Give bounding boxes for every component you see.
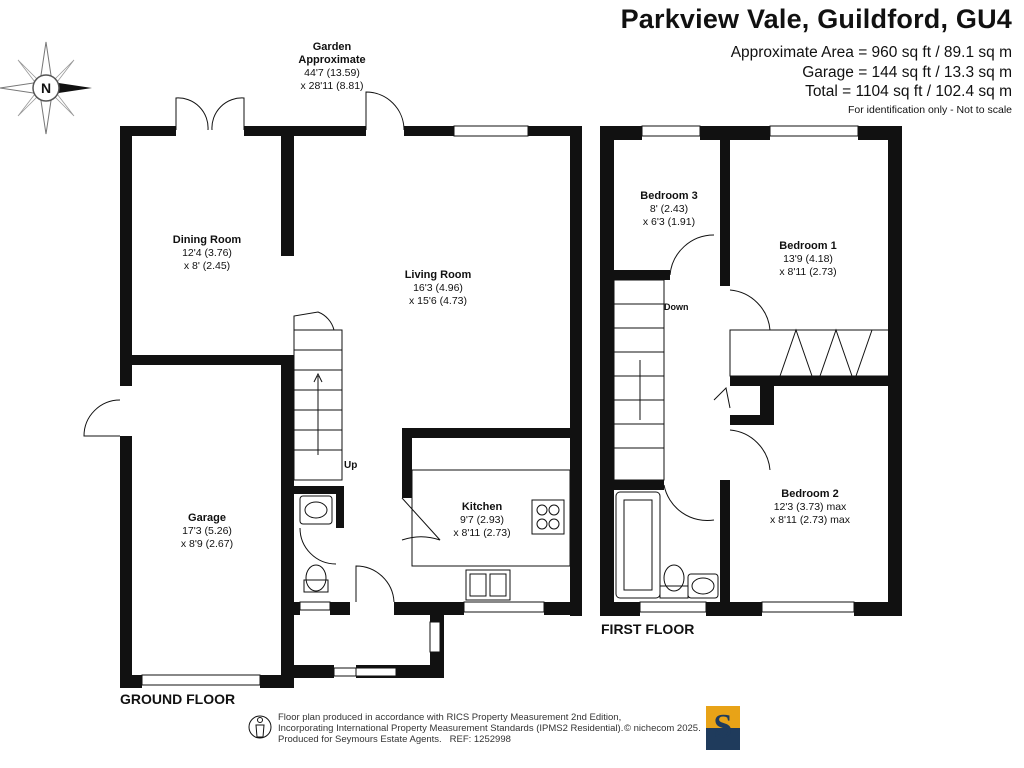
svg-text:Bedroom 3: Bedroom 3 [640, 190, 697, 202]
garden-label: Garden Approximate 44'7 (13.59) x 28'11 … [298, 41, 365, 92]
property-title: Parkview Vale, Guildford, GU4 [620, 4, 1012, 34]
copyright: © nichecom 2025. [624, 723, 701, 734]
footer-line-1: Floor plan produced in accordance with R… [278, 712, 622, 723]
svg-text:Garden: Garden [313, 41, 352, 53]
first-fixtures [615, 491, 719, 599]
svg-text:x 8'11 (2.73) max: x 8'11 (2.73) max [770, 514, 851, 526]
svg-text:x 28'11 (8.81): x 28'11 (8.81) [300, 80, 363, 92]
first-stairs [613, 279, 665, 481]
garage-area: Garage = 144 sq ft / 13.3 sq m [802, 64, 1012, 81]
svg-text:Bedroom 2: Bedroom 2 [781, 488, 838, 500]
svg-text:16'3 (4.96): 16'3 (4.96) [413, 282, 463, 294]
stairs-up-label: Up [344, 460, 357, 471]
svg-text:44'7 (13.59): 44'7 (13.59) [304, 67, 360, 79]
svg-text:8' (2.43): 8' (2.43) [650, 203, 688, 215]
svg-text:Dining Room: Dining Room [173, 234, 242, 246]
footer-text: Floor plan produced in accordance with R… [278, 712, 623, 745]
svg-text:Living Room: Living Room [405, 269, 472, 281]
svg-text:Approximate: Approximate [298, 54, 365, 66]
svg-text:13'9 (4.18): 13'9 (4.18) [783, 253, 833, 265]
svg-text:17'3 (5.26): 17'3 (5.26) [182, 525, 232, 537]
garage-label: Garage 17'3 (5.26) x 8'9 (2.67) [181, 512, 233, 550]
compass-letter: N [41, 80, 51, 96]
agent-logo: S [706, 706, 740, 750]
scale-disclaimer: For identification only - Not to scale [848, 104, 1012, 116]
footer-line-3: Produced for Seymours Estate Agents. REF… [278, 734, 623, 745]
svg-text:12'3 (3.73) max: 12'3 (3.73) max [774, 501, 847, 513]
first-floor-label: FIRST FLOOR [601, 621, 695, 637]
compass-icon: N [0, 41, 92, 135]
kitchen-label: Kitchen 9'7 (2.93) x 8'11 (2.73) [453, 501, 510, 539]
footer-ref: REF: 1252998 [449, 734, 511, 745]
ground-floor-doors [83, 91, 441, 603]
ground-stairs [293, 329, 343, 481]
ground-floor-walls [120, 125, 582, 688]
ground-fixtures [299, 469, 571, 601]
total-area: Total = 1104 sq ft / 102.4 sq m [805, 83, 1012, 100]
footer-line-2: Incorporating International Property Mea… [278, 723, 624, 734]
living-room-label: Living Room 16'3 (4.96) x 15'6 (4.73) [405, 269, 472, 307]
svg-text:x 6'3 (1.91): x 6'3 (1.91) [643, 216, 695, 228]
approximate-area: Approximate Area = 960 sq ft / 89.1 sq m [730, 44, 1012, 61]
first-floor-walls [600, 125, 902, 616]
footer-producer: Produced for Seymours Estate Agents. [278, 734, 442, 745]
svg-text:x 8' (2.45): x 8' (2.45) [184, 260, 230, 272]
svg-text:x 15'6 (4.73): x 15'6 (4.73) [409, 295, 467, 307]
svg-text:Kitchen: Kitchen [462, 501, 503, 513]
ground-floor-label: GROUND FLOOR [120, 691, 236, 707]
dining-room-label: Dining Room 12'4 (3.76) x 8' (2.45) [173, 234, 242, 272]
first-floor-doors [663, 234, 891, 522]
bedroom-1-label: Bedroom 1 13'9 (4.18) x 8'11 (2.73) [779, 240, 836, 278]
svg-text:x 8'11 (2.73): x 8'11 (2.73) [453, 527, 510, 539]
stairs-down-label: Down [664, 302, 689, 312]
svg-text:x 8'11 (2.73): x 8'11 (2.73) [779, 266, 836, 278]
person-icon [248, 715, 272, 739]
logo-letter: S [713, 708, 733, 745]
bedroom-2-label: Bedroom 2 12'3 (3.73) max x 8'11 (2.73) … [770, 488, 851, 526]
svg-text:Bedroom 1: Bedroom 1 [779, 240, 836, 252]
bedroom-3-label: Bedroom 3 8' (2.43) x 6'3 (1.91) [640, 190, 697, 228]
svg-text:9'7 (2.93): 9'7 (2.93) [460, 514, 504, 526]
svg-text:Garage: Garage [188, 512, 226, 524]
svg-text:12'4 (3.76): 12'4 (3.76) [182, 247, 232, 259]
svg-text:x 8'9 (2.67): x 8'9 (2.67) [181, 538, 233, 550]
